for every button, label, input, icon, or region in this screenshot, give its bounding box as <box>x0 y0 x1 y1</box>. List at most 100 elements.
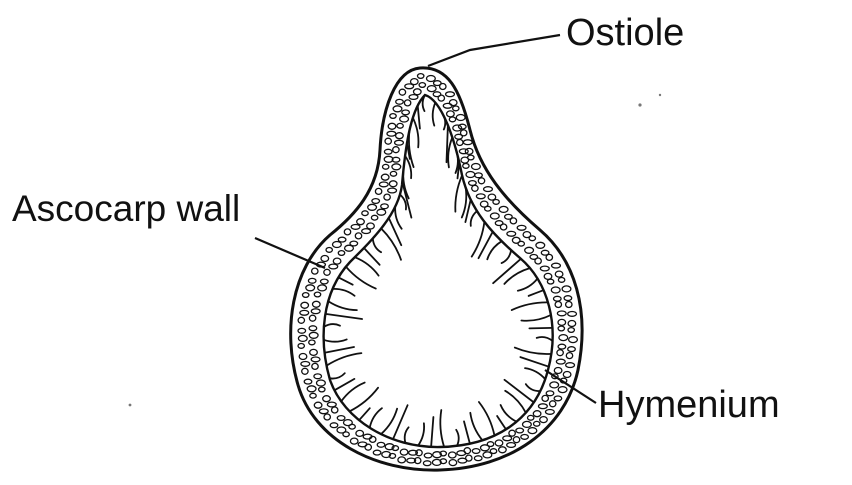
wall-cell <box>304 379 312 384</box>
wall-cell <box>318 285 327 291</box>
wall-cell <box>400 449 408 455</box>
wall-cell <box>351 225 360 230</box>
wall-cell <box>542 395 548 401</box>
wall-cell <box>456 115 465 121</box>
wall-cell <box>459 149 468 154</box>
wall-cell <box>338 237 346 242</box>
wall-cell <box>327 402 336 407</box>
wall-cell <box>309 340 315 345</box>
wall-cell <box>398 457 406 463</box>
wall-cell <box>447 111 455 117</box>
wall-cell <box>453 125 462 131</box>
wall-cell <box>544 273 552 279</box>
wall-cell <box>499 447 507 453</box>
wall-cell <box>562 286 571 292</box>
paraphysis <box>409 130 414 167</box>
wall-cell <box>536 242 545 248</box>
wall-cell <box>528 428 537 434</box>
wall-cell <box>474 456 482 461</box>
paraphysis <box>515 348 552 354</box>
wall-cell <box>390 171 396 176</box>
wall-cell <box>559 335 568 341</box>
wall-cell <box>568 321 576 327</box>
paraphysis <box>418 423 424 445</box>
wall-cell <box>307 386 316 392</box>
wall-cell <box>330 423 338 428</box>
wall-cell <box>552 263 561 268</box>
wall-cell <box>521 435 529 440</box>
paraphysis <box>334 379 354 390</box>
wall-cell <box>484 187 493 192</box>
wall-cell <box>466 172 475 178</box>
wall-cell <box>490 449 496 454</box>
wall-cell <box>555 271 563 277</box>
wall-cell <box>306 285 315 291</box>
wall-cell <box>469 181 477 186</box>
paraphysis <box>455 175 462 211</box>
wall-cell <box>550 382 559 388</box>
paraphysis <box>487 241 501 259</box>
paraphysis <box>339 277 353 284</box>
wall-cell <box>317 380 326 386</box>
wall-cell <box>324 269 330 275</box>
wall-cell <box>333 258 341 264</box>
wall-cell <box>387 131 396 136</box>
paraphysis <box>518 279 538 291</box>
wall-cell <box>298 344 304 349</box>
wall-cell <box>396 133 404 139</box>
wall-cell <box>314 402 322 408</box>
paraphysis <box>440 410 444 447</box>
wall-cell <box>558 326 564 331</box>
wall-cell <box>314 374 322 379</box>
wall-cell <box>433 92 441 97</box>
wall-cell <box>513 437 519 443</box>
paraphysis <box>537 337 553 341</box>
wall-cell <box>329 264 338 269</box>
wall-cell-texture <box>298 74 577 466</box>
wall-cell <box>557 311 566 316</box>
wall-cell <box>507 231 516 236</box>
wall-cell <box>319 409 328 414</box>
wall-cell <box>383 164 389 169</box>
wall-cell <box>418 74 424 79</box>
paraphysis <box>324 324 340 327</box>
wall-cell <box>478 178 484 184</box>
wall-cell <box>455 134 463 139</box>
wall-cell <box>495 221 503 226</box>
wall-cell <box>319 387 325 392</box>
wall-cell <box>476 194 485 199</box>
wall-cell <box>503 436 512 441</box>
paraphysis <box>325 314 362 319</box>
wall-cell <box>357 219 365 225</box>
wall-cell <box>375 188 381 194</box>
wall-cell <box>310 349 318 355</box>
wall-cell <box>311 357 320 362</box>
wall-cell <box>563 372 571 378</box>
paraphysis <box>381 409 397 434</box>
paraphysis <box>423 95 425 111</box>
wall-cell <box>309 326 317 331</box>
wall-cell <box>554 296 562 301</box>
wall-cell <box>525 247 534 253</box>
wall-cell <box>566 302 572 308</box>
wall-cell <box>362 229 371 234</box>
paraphysis <box>350 388 379 412</box>
wall-cell <box>566 363 575 368</box>
wall-cell <box>349 424 355 429</box>
wall-cell <box>449 100 457 106</box>
paraphysis <box>431 417 433 447</box>
wall-cell <box>405 84 414 89</box>
paraphysis <box>470 413 482 441</box>
wall-cell <box>323 396 331 402</box>
paraphysis <box>529 290 544 296</box>
paraphysis <box>381 229 401 260</box>
wall-cell <box>541 250 549 255</box>
wall-cell <box>377 442 385 447</box>
paraphysis <box>327 353 362 366</box>
ascocarp-inner-wall <box>324 95 553 447</box>
wall-cell <box>393 147 399 153</box>
hymenium-label: Hymenium <box>598 386 780 424</box>
wall-cell <box>558 387 567 393</box>
wall-cell <box>392 164 401 170</box>
